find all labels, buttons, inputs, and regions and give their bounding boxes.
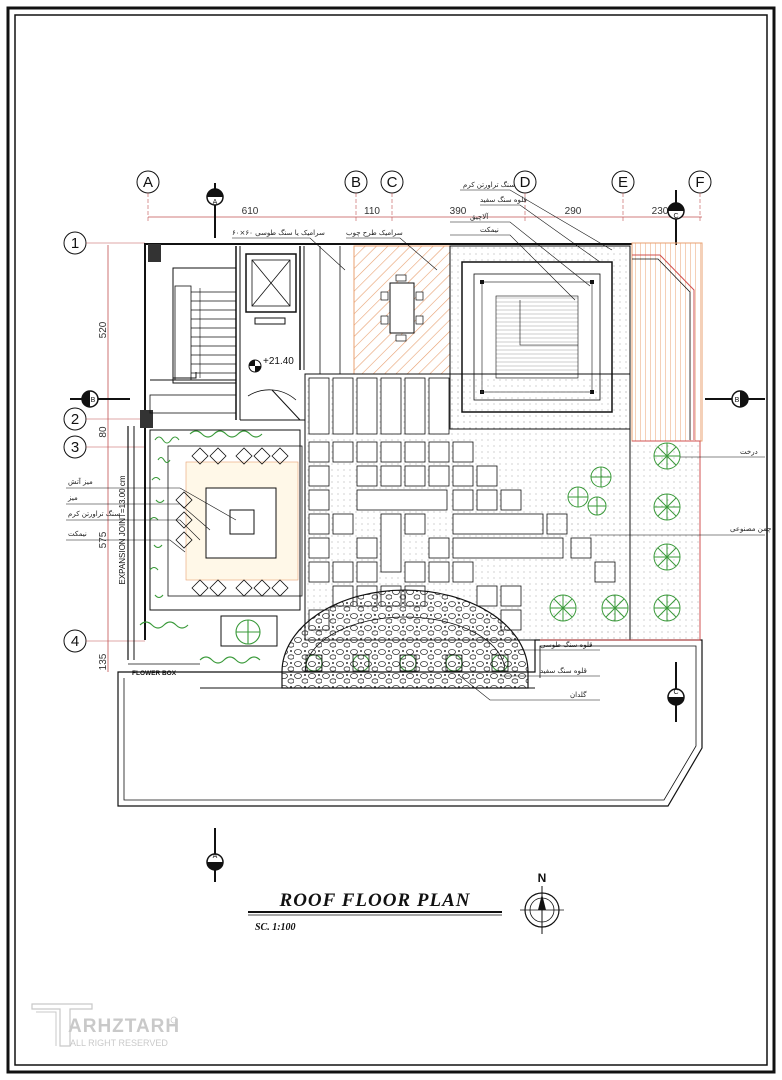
flower-box-label: FLOWER BOX: [132, 670, 177, 677]
section-mark-a-top: A: [206, 183, 224, 238]
leaders-top: [232, 189, 613, 301]
pebble-arch: [200, 589, 535, 689]
elevator-shaft: [235, 246, 305, 421]
label-white-pebble: قلوه سنگ سفید: [540, 666, 587, 675]
grid-col-c: C: [387, 174, 398, 191]
grid-column-bubbles: A B C D E F: [136, 170, 712, 222]
drawing-title: ROOF FLOOR PLAN: [279, 890, 471, 911]
row-dimensions: 520 80 575 135: [98, 321, 109, 670]
grid-col-d: D: [520, 174, 531, 191]
dim-col-5: 230: [652, 206, 669, 217]
drawing-scale: SC. 1:100: [255, 922, 296, 933]
section-label-a-bottom: A: [213, 853, 218, 860]
artificial-grass: [540, 440, 701, 641]
section-label-c-bottom: C: [673, 689, 678, 696]
dim-col-3: 390: [450, 206, 467, 217]
dim-col-2: 110: [364, 206, 380, 217]
labels-right: درخت چمن مصنوعی: [730, 448, 772, 533]
grid-col-a: A: [143, 174, 153, 191]
building-envelope: [127, 243, 632, 660]
labels-left: میز آتش میز سنگ تراورتن کرم نیمکت: [67, 477, 120, 538]
north-arrow-icon: N: [520, 871, 564, 934]
label-travertine-left: سنگ تراورتن کرم: [68, 509, 120, 518]
drawing-title-block: ROOF FLOOR PLAN SC. 1:100: [248, 890, 502, 933]
fire-pit-area: [149, 429, 303, 647]
watermark-logo: ARHZTARH ALL RIGHT RESERVED: [31, 1003, 180, 1048]
label-tree: درخت: [740, 448, 758, 456]
grid-row-2: 2: [71, 411, 79, 428]
grid-row-3: 3: [71, 439, 79, 456]
section-mark-c-top: C: [667, 190, 685, 245]
leaders-bottom: [459, 649, 600, 701]
label-white-pebble-top: قلوه سنگ سفید: [480, 195, 527, 204]
tree-icon: [549, 442, 681, 622]
section-mark-a-bottom: A: [206, 828, 224, 882]
labels-top: سرامیک یا سنگ طوسی ۶۰×۶۰ سرامیک طرح چوب …: [232, 180, 527, 237]
section-label-a-top: A: [213, 199, 218, 206]
label-artificial-grass: چمن مصنوعی: [730, 525, 772, 533]
section-mark-b-left: B: [70, 390, 130, 408]
column-dimensions: 610 110 390 290 230: [242, 206, 669, 217]
grid-row-4: 4: [71, 633, 79, 650]
site-boundary: [117, 639, 703, 807]
leaders-right: [590, 456, 765, 536]
label-pergola: آلاچیق: [470, 212, 489, 221]
section-mark-b-right: B: [705, 390, 765, 408]
section-mark-c-bottom: C: [667, 662, 685, 722]
label-planter: گلدان: [570, 690, 587, 699]
watermark-sub: ALL RIGHT RESERVED: [70, 1038, 168, 1048]
grid-col-e: E: [618, 174, 628, 191]
label-wood-tile: سرامیک طرح چوب: [346, 229, 403, 237]
sheet-border-inner: [14, 14, 768, 1066]
section-label-b-left: B: [91, 397, 96, 404]
label-travertine-cream: سنگ تراورتن کرم: [463, 180, 515, 189]
grid-row-1: 1: [71, 235, 79, 252]
section-label-b-right: B: [735, 397, 740, 404]
dim-col-4: 290: [565, 206, 582, 217]
label-fire-table: میز آتش: [68, 477, 93, 486]
label-table: میز: [67, 494, 78, 502]
dim-row-4: 135: [98, 653, 109, 670]
level-marker: +21.40: [248, 356, 294, 373]
dim-row-2: 80: [98, 426, 109, 438]
east-deck: [631, 242, 703, 442]
labels-bottom: قلوه سنگ طوسی قلوه سنگ سفید گلدان: [540, 640, 593, 699]
label-tile-stone: سرامیک یا سنگ طوسی ۶۰×۶۰: [232, 228, 325, 237]
label-bench-top: نیمکت: [480, 226, 499, 234]
north-label: N: [538, 871, 547, 885]
section-label-c-top: C: [673, 213, 678, 220]
grid-row-bubbles: 1 2 3 4: [63, 231, 145, 653]
grid-col-f: F: [695, 174, 704, 191]
watermark-brand: ARHZTARH: [68, 1016, 180, 1037]
level-text: +21.40: [263, 356, 294, 367]
sheet-border-outer: [6, 6, 776, 1074]
expansion-joint-label: EXPANSION JOINT=13.00 cm: [118, 475, 127, 584]
dim-row-1: 520: [98, 321, 109, 338]
label-grey-pebble: قلوه سنگ طوسی: [540, 640, 593, 649]
staircase: [149, 267, 237, 414]
leaders-left: [66, 487, 237, 553]
dim-col-1: 610: [242, 206, 259, 217]
label-bench-left: نیمکت: [68, 530, 87, 538]
grid-col-b: B: [351, 174, 361, 191]
